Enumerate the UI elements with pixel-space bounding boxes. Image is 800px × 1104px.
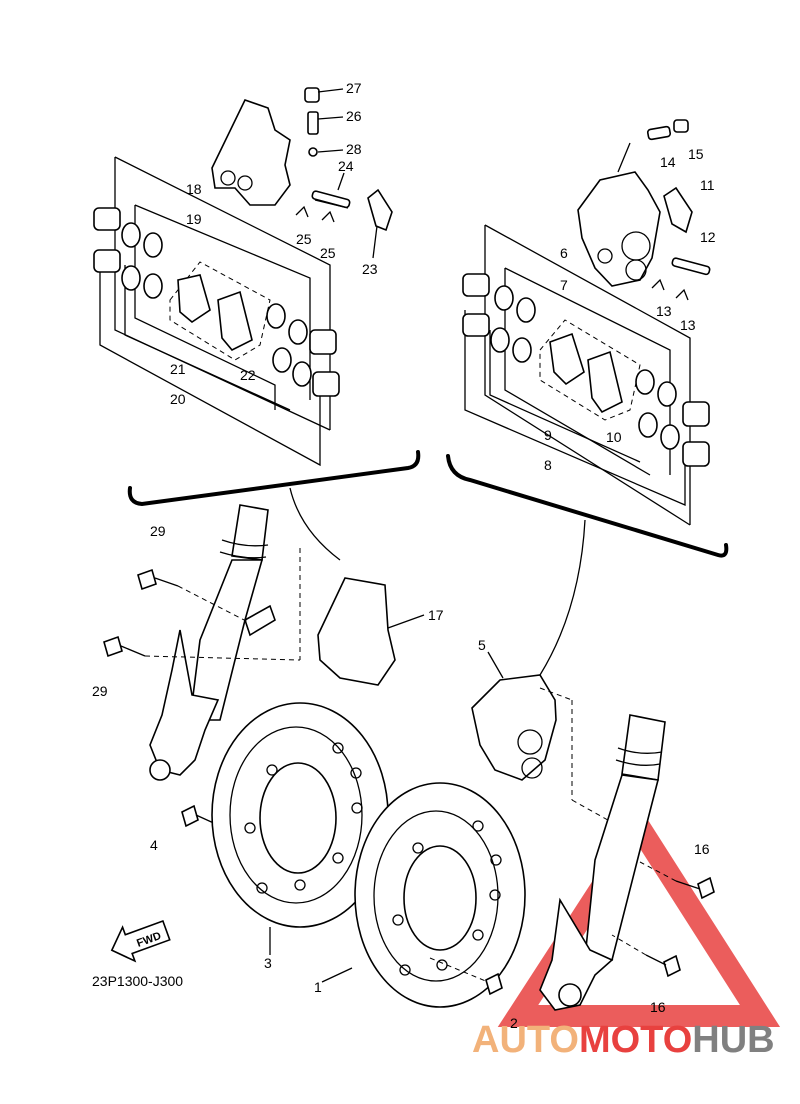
callout-21: 21	[170, 361, 186, 377]
right-bracket-pointer	[539, 519, 586, 676]
fork-leg	[584, 774, 659, 961]
piston	[93, 249, 121, 273]
callout-5: 5	[478, 637, 486, 653]
watermark-triangle	[497, 807, 781, 1027]
disc-center	[403, 845, 477, 951]
brake-pad	[217, 290, 253, 351]
bolt-head	[663, 954, 681, 978]
callout-11: 11	[700, 177, 715, 193]
right-fork	[539, 714, 715, 1011]
callout-27: 27	[346, 80, 362, 96]
seal	[143, 273, 163, 299]
bolt-head	[697, 876, 715, 900]
callout-9: 9	[544, 427, 552, 443]
bolt-head	[137, 568, 157, 591]
watermark-part-moto: MOTO	[579, 1019, 692, 1061]
right-caliper	[471, 674, 557, 781]
callout-6: 6	[560, 245, 568, 261]
callout-13b: 13	[680, 317, 696, 333]
callout-24: 24	[338, 158, 354, 174]
frame-line	[124, 265, 291, 411]
callout-labels: 27 26 28 24 18 19 25 25 23 21 22 20 15 1…	[92, 80, 716, 1031]
callout-22: 22	[240, 367, 256, 383]
left-bracket	[127, 450, 421, 507]
caliper-body	[577, 171, 661, 287]
callout-14: 14	[660, 154, 676, 170]
seal	[121, 265, 141, 291]
left-bracket-pointer	[289, 487, 341, 561]
watermark-text: AUTOMOTOHUB	[472, 1019, 775, 1061]
bolt-head	[485, 972, 503, 996]
callout-2: 2	[510, 1015, 518, 1031]
frame-line	[489, 330, 641, 463]
callout-17: 17	[428, 607, 444, 623]
frame-line	[484, 225, 691, 526]
left-brake-disc	[211, 702, 389, 955]
callout-25a: 25	[296, 231, 312, 247]
callout-13a: 13	[656, 303, 672, 319]
callout-3: 3	[264, 955, 272, 971]
watermark-part-auto: AUTO	[472, 1019, 579, 1061]
left-caliper-exploded	[93, 87, 393, 467]
callout-12: 12	[700, 229, 716, 245]
bolt-head	[103, 635, 123, 658]
pad-group	[169, 261, 271, 361]
callout-10: 10	[606, 429, 622, 445]
callout-18: 18	[186, 181, 202, 197]
fork-tube	[231, 504, 269, 561]
left-caliper	[317, 577, 396, 686]
seal	[143, 232, 163, 258]
pad-spring	[663, 186, 693, 234]
callout-29a: 29	[150, 523, 166, 539]
piston	[93, 207, 121, 231]
diagram-code: 23P1300-J300	[92, 973, 183, 989]
seal	[121, 222, 141, 248]
watermark-logo	[497, 807, 781, 1027]
callout-16a: 16	[694, 841, 710, 857]
callout-15: 15	[688, 146, 704, 162]
callout-25b: 25	[320, 245, 336, 261]
frame-line	[134, 204, 311, 400]
callout-26: 26	[346, 108, 362, 124]
fork-tube	[621, 714, 666, 781]
right-bracket	[446, 454, 729, 558]
left-fork	[103, 504, 301, 833]
brake-pad	[587, 350, 623, 414]
callout-8: 8	[544, 457, 552, 473]
fwd-arrow-icon	[110, 920, 171, 963]
callout-28: 28	[346, 141, 362, 157]
pad-spring	[367, 188, 393, 232]
right-caliper-exploded	[462, 119, 711, 526]
frame-line	[464, 310, 686, 506]
frame-line	[484, 224, 691, 525]
fork-bottom	[539, 897, 614, 1011]
bolt-head	[181, 804, 199, 828]
disc-center	[259, 762, 337, 874]
fwd-arrow-shape	[110, 920, 171, 963]
callout-23: 23	[362, 261, 378, 277]
brake-pad	[177, 274, 211, 323]
callout-4: 4	[150, 837, 158, 853]
callout-29b: 29	[92, 683, 108, 699]
callout-1: 1	[314, 979, 322, 995]
right-brake-disc	[321, 782, 526, 1008]
caliper-body	[211, 99, 291, 206]
fork-bottom	[149, 629, 220, 776]
callout-16b: 16	[650, 999, 666, 1015]
callout-20: 20	[170, 391, 186, 407]
callout-7: 7	[560, 277, 568, 293]
frame-line	[134, 205, 276, 410]
callout-19: 19	[186, 211, 202, 227]
pad-group	[539, 319, 641, 421]
watermark-part-hub: HUB	[692, 1019, 774, 1061]
brake-pad	[549, 332, 585, 386]
frame-line	[99, 250, 321, 467]
